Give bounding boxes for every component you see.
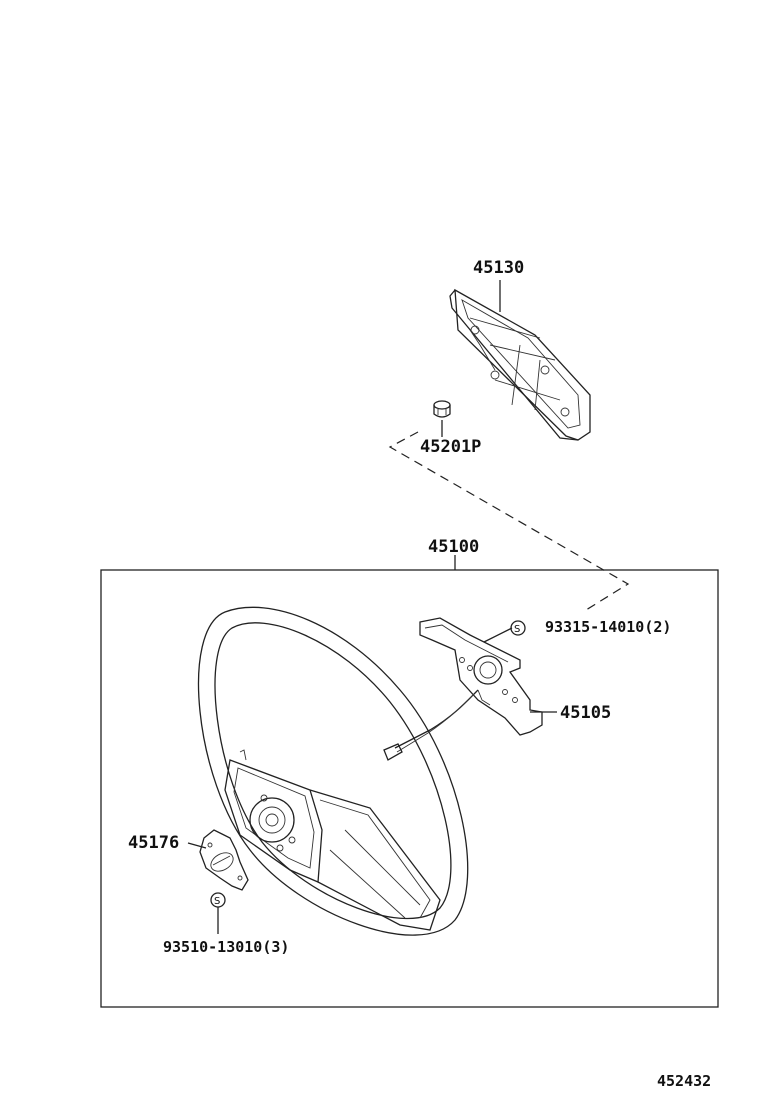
bracket-screw-symbol [510, 620, 526, 636]
label-45105: 45105 [560, 703, 611, 723]
label-93315-14010: 93315-14010(2) [545, 618, 671, 636]
dashed-reference-line [388, 431, 630, 611]
horn-pad-drawing [449, 288, 591, 441]
steering-wheel-drawing [197, 606, 469, 936]
spacer-screw-symbol-letter: S [214, 896, 220, 907]
label-45201P: 45201P [420, 437, 481, 457]
bracket-screw-leader-line [483, 627, 513, 643]
assembly-frame [100, 569, 719, 1008]
label-45130: 45130 [473, 258, 524, 278]
spacer-drawing [199, 829, 249, 891]
label-93510-13010: 93510-13010(3) [163, 938, 289, 956]
figure-number: 452432 [657, 1072, 711, 1090]
bracket-screw-symbol-letter: S [514, 624, 520, 635]
cap-drawing [433, 400, 451, 418]
label-45176: 45176 [128, 833, 179, 853]
contact-bracket-drawing [383, 617, 543, 761]
label-45100: 45100 [428, 537, 479, 557]
spacer-leader-line [187, 842, 207, 849]
